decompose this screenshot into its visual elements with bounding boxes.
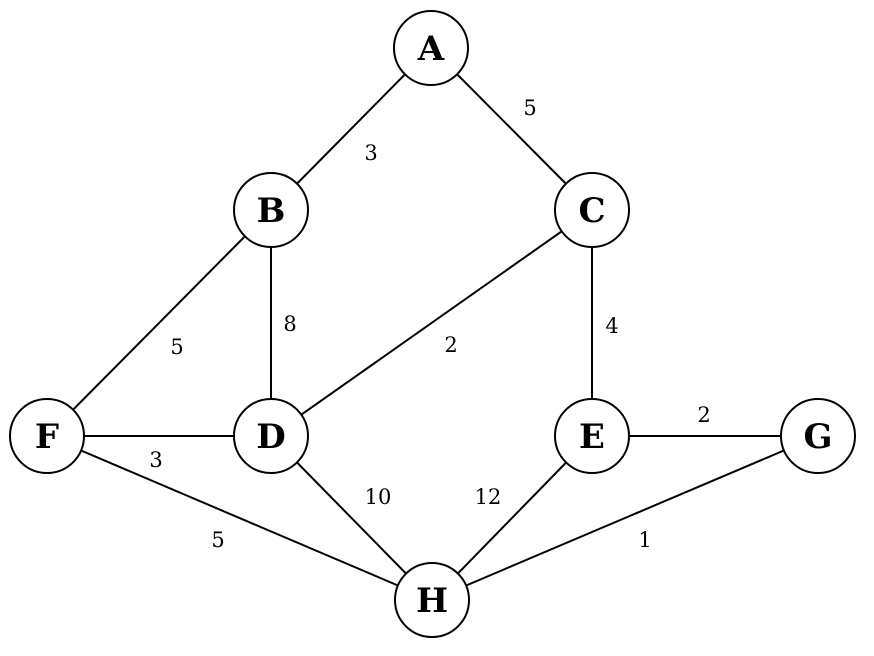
edge-f-h	[46, 435, 433, 601]
node-label-c: C	[578, 191, 605, 231]
edge-weight-g-h: 1	[638, 528, 651, 552]
edge-weights-layer: 3 5 8 5 2 4 3 2 5 10 12 1	[149, 96, 710, 552]
node-label-d: D	[256, 417, 285, 457]
edge-weight-a-b: 3	[364, 141, 377, 165]
nodes-layer: A B C D E F G H	[9, 10, 856, 638]
edge-weight-d-h: 10	[365, 485, 392, 509]
edge-weight-c-e: 4	[605, 314, 618, 338]
node-circle-a	[393, 10, 469, 86]
node-b: B	[233, 172, 309, 248]
edge-c-d	[270, 209, 593, 437]
node-circle-c	[554, 172, 630, 248]
node-label-f: F	[35, 417, 59, 457]
edge-d-h	[270, 435, 433, 601]
edge-weight-a-c: 5	[523, 96, 536, 120]
edge-weight-e-h: 12	[475, 485, 502, 509]
node-label-g: G	[803, 417, 832, 457]
node-circle-f	[9, 398, 85, 474]
node-circle-b	[233, 172, 309, 248]
node-label-e: E	[579, 417, 605, 457]
node-f: F	[9, 398, 85, 474]
edge-weight-f-d: 3	[149, 448, 162, 472]
node-c: C	[554, 172, 630, 248]
edge-weight-b-d: 8	[283, 312, 296, 336]
node-circle-g	[780, 398, 856, 474]
edge-weight-c-d: 2	[444, 333, 457, 357]
node-e: E	[554, 398, 630, 474]
edge-weight-f-h: 5	[211, 528, 224, 552]
node-h: H	[394, 562, 470, 638]
node-circle-h	[394, 562, 470, 638]
node-label-b: B	[257, 191, 286, 231]
node-d: D	[233, 398, 309, 474]
node-g: G	[780, 398, 856, 474]
node-label-h: H	[416, 581, 448, 621]
edge-a-c	[430, 47, 593, 211]
edges-layer	[46, 47, 819, 601]
node-circle-d	[233, 398, 309, 474]
edge-e-h	[431, 435, 593, 601]
node-label-a: A	[417, 29, 445, 69]
edge-b-f	[46, 209, 272, 437]
edge-weight-b-f: 5	[170, 335, 183, 359]
node-circle-e	[554, 398, 630, 474]
node-a: A	[393, 10, 469, 86]
edge-g-h	[431, 435, 819, 601]
edge-weight-e-g: 2	[697, 403, 710, 427]
